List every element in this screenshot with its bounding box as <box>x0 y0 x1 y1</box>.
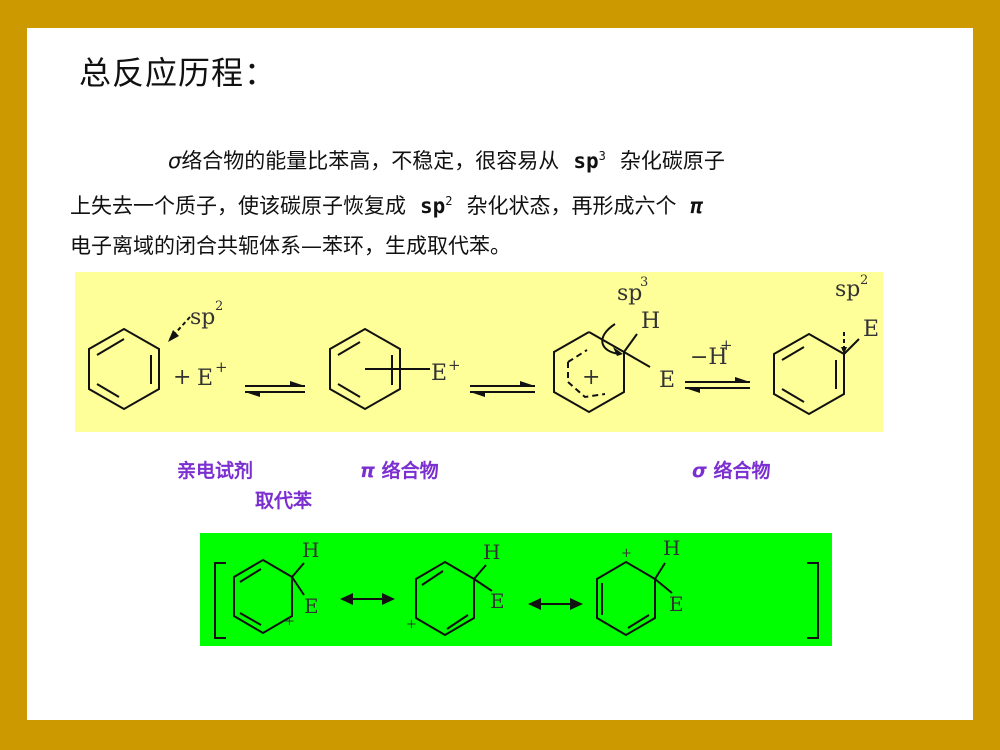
svg-text:E: E <box>863 317 879 342</box>
svg-text:+: + <box>448 356 461 374</box>
svg-text:+: + <box>621 546 632 561</box>
benzene-ring <box>88 327 160 411</box>
svg-text:H: H <box>641 309 660 334</box>
svg-text:H: H <box>483 540 500 564</box>
label-electrophile: 亲电试剂 <box>177 460 254 482</box>
svg-text:+: + <box>720 336 733 354</box>
label-pi-complex: π 络合物 <box>360 460 439 482</box>
svg-text:sp: sp <box>835 277 860 302</box>
svg-text:sp: sp <box>190 305 215 330</box>
pi-symbol: π <box>690 194 704 218</box>
svg-text:E: E <box>669 592 684 616</box>
reaction-mechanism-panel: sp 2 + E + E + sp 3 H E + −H + sp 2 E <box>75 272 883 432</box>
resonance-structures-panel: H E + H E + H E + <box>200 533 832 646</box>
svg-text:2: 2 <box>860 273 868 288</box>
svg-text:+: + <box>284 614 295 629</box>
svg-text:E: E <box>490 589 505 613</box>
sp3-term: sp3 <box>573 149 606 173</box>
svg-text:−H: −H <box>690 345 728 370</box>
svg-text:+: + <box>582 365 600 390</box>
svg-text:H: H <box>663 536 680 560</box>
sp2-term: sp2 <box>420 194 453 218</box>
svg-text:2: 2 <box>215 299 223 314</box>
svg-text:+: + <box>173 365 191 390</box>
svg-text:sp: sp <box>617 281 642 306</box>
label-sigma-complex: σ 络合物 <box>692 460 771 482</box>
svg-text:E: E <box>304 594 319 618</box>
svg-text:E: E <box>659 368 675 393</box>
svg-text:+: + <box>215 358 228 376</box>
svg-text:H: H <box>302 538 319 562</box>
svg-text:E: E <box>197 366 213 391</box>
reaction-diagram: sp 2 + E + E + sp 3 H E + −H + sp 2 E <box>88 273 879 416</box>
product-ring <box>773 332 845 416</box>
svg-text:E: E <box>431 361 447 386</box>
label-substituted-benzene: 取代苯 <box>255 490 313 512</box>
resonance-diagram: H E + H E + H E + <box>214 536 819 639</box>
svg-text:+: + <box>406 617 417 632</box>
sigma-symbol: σ <box>168 149 182 173</box>
svg-text:3: 3 <box>640 275 648 290</box>
pi-complex-ring <box>329 327 401 411</box>
slide-title: 总反应历程： <box>79 54 278 92</box>
